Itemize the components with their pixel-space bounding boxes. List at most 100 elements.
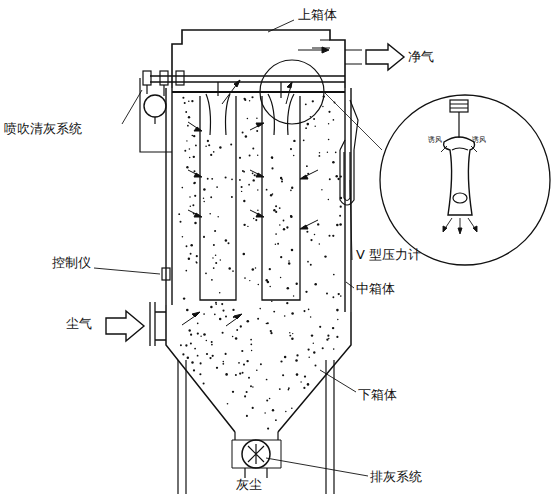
dust-dot xyxy=(209,357,211,359)
dust-dot xyxy=(214,230,216,232)
dust-dot xyxy=(246,415,248,417)
dust-dot xyxy=(242,372,244,374)
dust-dot xyxy=(196,262,198,264)
dust-dot xyxy=(232,309,234,311)
dust-dot xyxy=(334,102,336,104)
dust-dot xyxy=(207,178,209,180)
dust-dot xyxy=(284,356,287,359)
dust-dot xyxy=(279,224,281,226)
dust-dot xyxy=(190,334,192,336)
dust-dot xyxy=(205,272,207,274)
dust-dot xyxy=(322,347,324,349)
dust-dot xyxy=(271,301,273,303)
dust-dot xyxy=(258,284,260,286)
dust-dot xyxy=(189,196,190,197)
dust-dot xyxy=(193,182,195,184)
dust-dot xyxy=(286,302,288,304)
dust-dot xyxy=(211,178,213,180)
dust-dot xyxy=(242,132,244,134)
dust-dot xyxy=(339,215,341,217)
dust-dot xyxy=(199,373,201,375)
dust-dot xyxy=(255,219,257,221)
dust-dot xyxy=(284,315,286,317)
part-label: 灰尘 xyxy=(236,478,262,493)
dust-dot xyxy=(215,303,217,305)
dust-dot xyxy=(275,419,277,421)
dust-dot xyxy=(286,226,288,228)
dust-dot xyxy=(243,224,245,226)
dust-dot xyxy=(291,249,294,252)
dust-dot xyxy=(222,310,224,312)
dust-dot xyxy=(194,170,196,172)
dust-dot xyxy=(293,295,294,296)
dust-dot xyxy=(275,233,277,235)
dust-dot xyxy=(249,100,250,101)
dust-dot xyxy=(332,296,334,298)
dust-dot xyxy=(225,353,227,355)
dust-dot xyxy=(288,260,290,262)
dust-dot xyxy=(223,361,225,363)
dust-dot xyxy=(179,221,181,223)
dust-dot xyxy=(225,316,227,318)
dust-dot xyxy=(313,351,315,353)
dust-dot xyxy=(290,215,292,217)
dust-dot xyxy=(185,270,187,272)
dust-dot xyxy=(244,99,246,101)
dust-dot xyxy=(200,362,202,364)
dust-dot xyxy=(315,365,317,367)
dust-dot xyxy=(193,135,195,137)
dust-dot xyxy=(203,313,205,315)
dust-dot xyxy=(313,118,315,120)
dust-dot xyxy=(310,316,312,318)
dust-dot xyxy=(250,385,252,387)
dust-dot xyxy=(180,344,182,346)
dust-dot xyxy=(241,350,243,352)
dust-dot xyxy=(231,196,233,198)
dust-dot xyxy=(289,332,290,333)
dust-dot xyxy=(275,205,277,207)
dust-dot xyxy=(267,281,270,284)
dust-dot xyxy=(256,369,258,371)
dust-dot xyxy=(220,259,221,260)
dust-dot xyxy=(211,279,213,281)
dust-dot xyxy=(273,209,275,211)
dust-dot xyxy=(188,258,190,260)
dust-dot xyxy=(194,182,196,184)
dust-dot xyxy=(252,386,254,388)
dust-dot xyxy=(228,242,230,244)
dust-dot xyxy=(185,344,187,346)
dust-dot xyxy=(307,123,310,126)
dust-dot xyxy=(200,336,201,337)
dust-dot xyxy=(222,363,224,365)
dust-dot xyxy=(308,309,310,311)
dust-dot xyxy=(252,172,254,174)
dust-dot xyxy=(191,100,193,102)
dust-dot xyxy=(212,257,213,258)
dust-dot xyxy=(319,243,321,245)
dust-dot xyxy=(307,173,309,175)
dust-dot xyxy=(323,95,325,97)
dust-dot xyxy=(197,355,199,357)
dust-dot xyxy=(186,245,188,247)
dust-dot xyxy=(189,329,191,331)
dust-dot xyxy=(280,177,282,179)
dust-dot xyxy=(340,175,342,177)
dust-dot xyxy=(186,166,188,168)
dust-dot xyxy=(219,318,222,321)
dust-dot xyxy=(219,146,221,148)
part-label: 排灰系统 xyxy=(370,470,422,485)
dust-dot xyxy=(239,157,241,159)
dust-dot xyxy=(271,167,273,169)
dust-dot xyxy=(193,213,195,215)
dust-dot xyxy=(328,338,329,339)
dust-dot xyxy=(296,354,298,356)
dust-dot xyxy=(281,181,283,183)
dust-dot xyxy=(184,102,186,104)
dust-dot xyxy=(324,255,326,257)
dust-dot xyxy=(206,353,208,355)
dust-dot xyxy=(283,220,285,222)
dust-dot xyxy=(306,165,308,167)
dust-dot xyxy=(254,174,256,176)
